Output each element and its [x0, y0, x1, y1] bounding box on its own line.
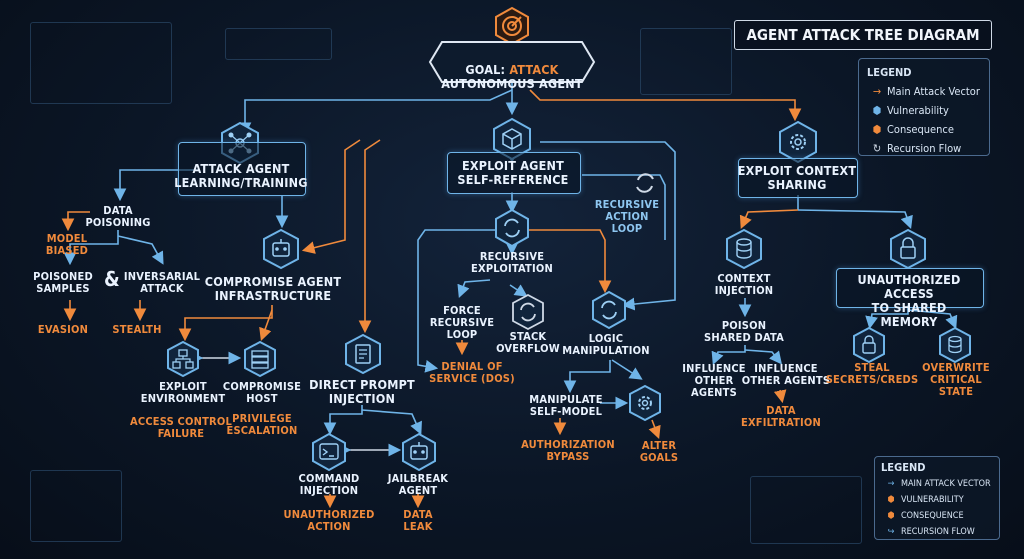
stack-overflow-label: STACK OVERFLOW — [496, 330, 560, 355]
legend-bottom: LEGEND → MAIN ATTACK VECTOR ⬢ VULNERABILIT… — [874, 456, 1000, 540]
poisoned-samples-label: POISONED SAMPLES — [33, 270, 93, 295]
arrow-icon: → — [887, 479, 895, 489]
recursion-icon: ↻ — [872, 142, 882, 155]
legend-item: Recursion Flow — [887, 142, 962, 155]
server-icon — [244, 340, 276, 378]
data-exfiltration-label: DATA EXFILTRATION — [740, 404, 822, 429]
gear-icon — [779, 120, 817, 164]
hexagon-icon: ⬢ — [887, 495, 895, 505]
branch-box-self-reference[interactable] — [447, 152, 581, 194]
recursion-icon — [636, 173, 654, 193]
refresh-icon — [512, 293, 544, 331]
legend-item: CONSEQUENCE — [901, 511, 964, 521]
poison-shared-label: POISON SHARED DATA — [704, 319, 784, 344]
recursive-action-loop-label: RECURSIVE ACTION LOOP — [594, 198, 660, 235]
document-icon — [345, 333, 381, 375]
refresh-icon — [495, 208, 529, 248]
compromise-host-label: COMPROMISE HOST — [222, 380, 302, 405]
access-control-label: ACCESS CONTROL FAILURE — [130, 415, 232, 440]
alter-goals-label: ALTER GOALS — [639, 439, 679, 464]
refresh-icon — [592, 290, 626, 330]
lock-icon — [890, 228, 926, 270]
inversarial-attack-label: INVERSARIAL ATTACK — [123, 270, 201, 295]
evasion-label: EVASION — [37, 323, 89, 336]
data-leak-label: DATA LEAK — [403, 508, 433, 533]
lock-icon — [853, 326, 885, 364]
hexagon-icon: ⬢ — [872, 123, 882, 136]
goal-frame — [428, 41, 596, 83]
direct-prompt-label: DIRECT PROMPT INJECTION — [309, 377, 415, 406]
branch-box-learning[interactable] — [178, 142, 306, 196]
gear-icon — [629, 384, 661, 422]
context-injection-label: CONTEXT INJECTION — [714, 272, 774, 297]
branch-context-label: EXPLOIT CONTEXT SHARING — [737, 163, 857, 192]
influence-other-label: INFLUENCE OTHER AGENTS — [682, 362, 746, 399]
legend-title: LEGEND — [867, 66, 912, 79]
legend-title: LEGEND — [881, 461, 926, 474]
target-icon — [495, 6, 529, 46]
legend-item: Vulnerability — [887, 104, 949, 117]
exploit-environment-label: EXPLOIT ENVIRONMENT — [140, 380, 226, 405]
diagram-title: AGENT ATTACK TREE DIAGRAM — [734, 20, 992, 50]
arrow-icon: → — [872, 85, 882, 98]
branch-self-reference-label: EXPLOIT AGENT SELF-REFERENCE — [457, 158, 569, 187]
model-biased-label: MODEL BIASED — [45, 232, 89, 257]
decorative-panel — [750, 476, 862, 544]
stealth-label: STEALTH — [112, 323, 162, 336]
database-icon — [726, 228, 762, 270]
jailbreak-label: JAILBREAK AGENT — [387, 472, 449, 497]
logic-manipulation-label: LOGIC MANIPULATION — [562, 332, 650, 357]
decorative-panel — [640, 28, 732, 95]
database-icon — [939, 326, 971, 364]
unauthorized-access-box[interactable] — [836, 268, 984, 308]
network-icon — [167, 340, 199, 378]
steal-secrets-label: STEAL SECRETS/CREDS — [825, 361, 919, 386]
robot-icon — [402, 432, 436, 472]
dos-label: DENIAL OF SERVICE (DOS) — [429, 360, 515, 385]
unauthorized-access-label: UNAUTHORIZED ACCESS TO SHARED MEMORY — [857, 272, 961, 329]
legend-item: VULNERABILITY — [901, 495, 964, 505]
decorative-panel — [225, 28, 332, 60]
recursive-exploitation-label: RECURSIVE EXPLOITATION — [471, 250, 553, 275]
force-loop-label: FORCE RECURSIVE LOOP — [429, 304, 495, 341]
manipulate-self-model-label: MANIPULATE SELF-MODEL — [529, 393, 603, 418]
robot-icon — [263, 228, 299, 270]
authorization-bypass-label: AUTHORIZATION BYPASS — [521, 438, 615, 463]
legend-item: MAIN ATTACK VECTOR — [901, 479, 991, 489]
hexagon-icon: ⬢ — [887, 511, 895, 521]
privilege-label: PRIVILEGE ESCALATION — [226, 412, 298, 437]
legend-item: Consequence — [887, 123, 954, 136]
command-injection-label: COMMAND INJECTION — [298, 472, 360, 497]
decorative-panel — [30, 470, 122, 542]
decorative-panel — [30, 22, 172, 104]
hexagon-icon: ⬢ — [872, 104, 882, 117]
terminal-icon — [312, 432, 346, 472]
arrow-icon: ↪ — [887, 527, 895, 537]
legend-item: RECURSION FLOW — [901, 527, 975, 537]
data-poisoning-label: DATA POISONING — [85, 204, 151, 229]
legend-top: LEGEND → Main Attack Vector ⬢ Vulnerabilit… — [858, 58, 990, 156]
influence-other-agents-label: INFLUENCE OTHER AGENTS — [741, 362, 831, 387]
legend-item: Main Attack Vector — [887, 85, 980, 98]
branch-box-context[interactable] — [738, 158, 858, 198]
overwrite-state-label: OVERWRITE CRITICAL STATE — [922, 361, 990, 398]
unauthorized-action-label: UNAUTHORIZED ACTION — [283, 508, 375, 533]
ampersand-label: & — [104, 267, 120, 291]
branch-learning-label: ATTACK AGENT LEARNING/TRAINING — [174, 161, 308, 190]
compromise-infra-label: COMPROMISE AGENT INFRASTRUCTURE — [204, 274, 342, 303]
